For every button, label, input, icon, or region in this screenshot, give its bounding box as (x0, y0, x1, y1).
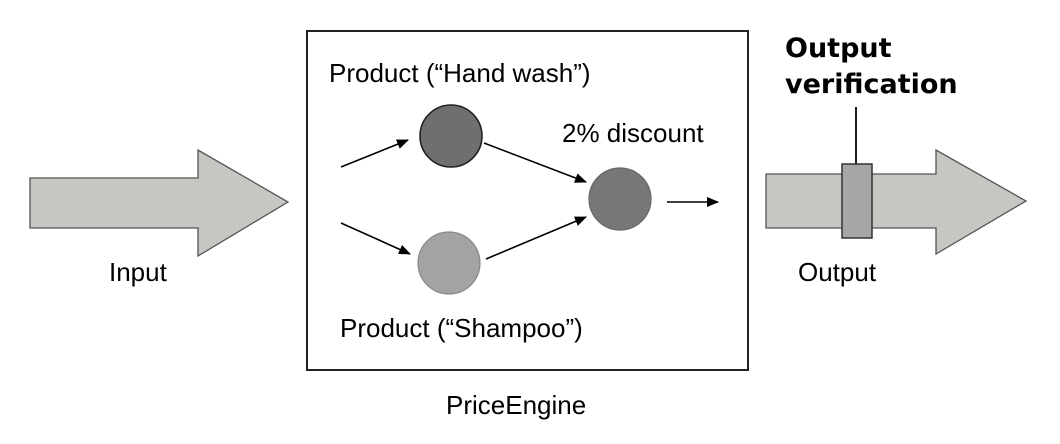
output-label: Output (798, 257, 877, 287)
discount-node (588, 167, 652, 231)
output-verification-label-line2: verification (785, 69, 958, 100)
shampoo-node (417, 231, 481, 295)
flow-arrow-to-hand-wash (340, 139, 409, 168)
input-label: Input (109, 257, 168, 287)
output-arrow (765, 148, 1028, 256)
flow-arrow-to-shampoo (340, 222, 411, 255)
flow-arrow-hand-wash-to-discount (483, 142, 587, 183)
input-arrow (29, 148, 290, 258)
price-engine-box (306, 30, 749, 371)
flow-arrow-shampoo-to-discount (485, 216, 587, 260)
price-engine-label: PriceEngine (446, 390, 586, 420)
output-verification-gate (841, 163, 873, 239)
product-hand-wash-label: Product (“Hand wash”) (329, 58, 591, 88)
hand-wash-node (419, 104, 483, 168)
output-verification-label-line1: Output (785, 33, 892, 64)
discount-label: 2% discount (562, 118, 704, 148)
product-shampoo-label: Product (“Shampoo”) (340, 313, 583, 343)
